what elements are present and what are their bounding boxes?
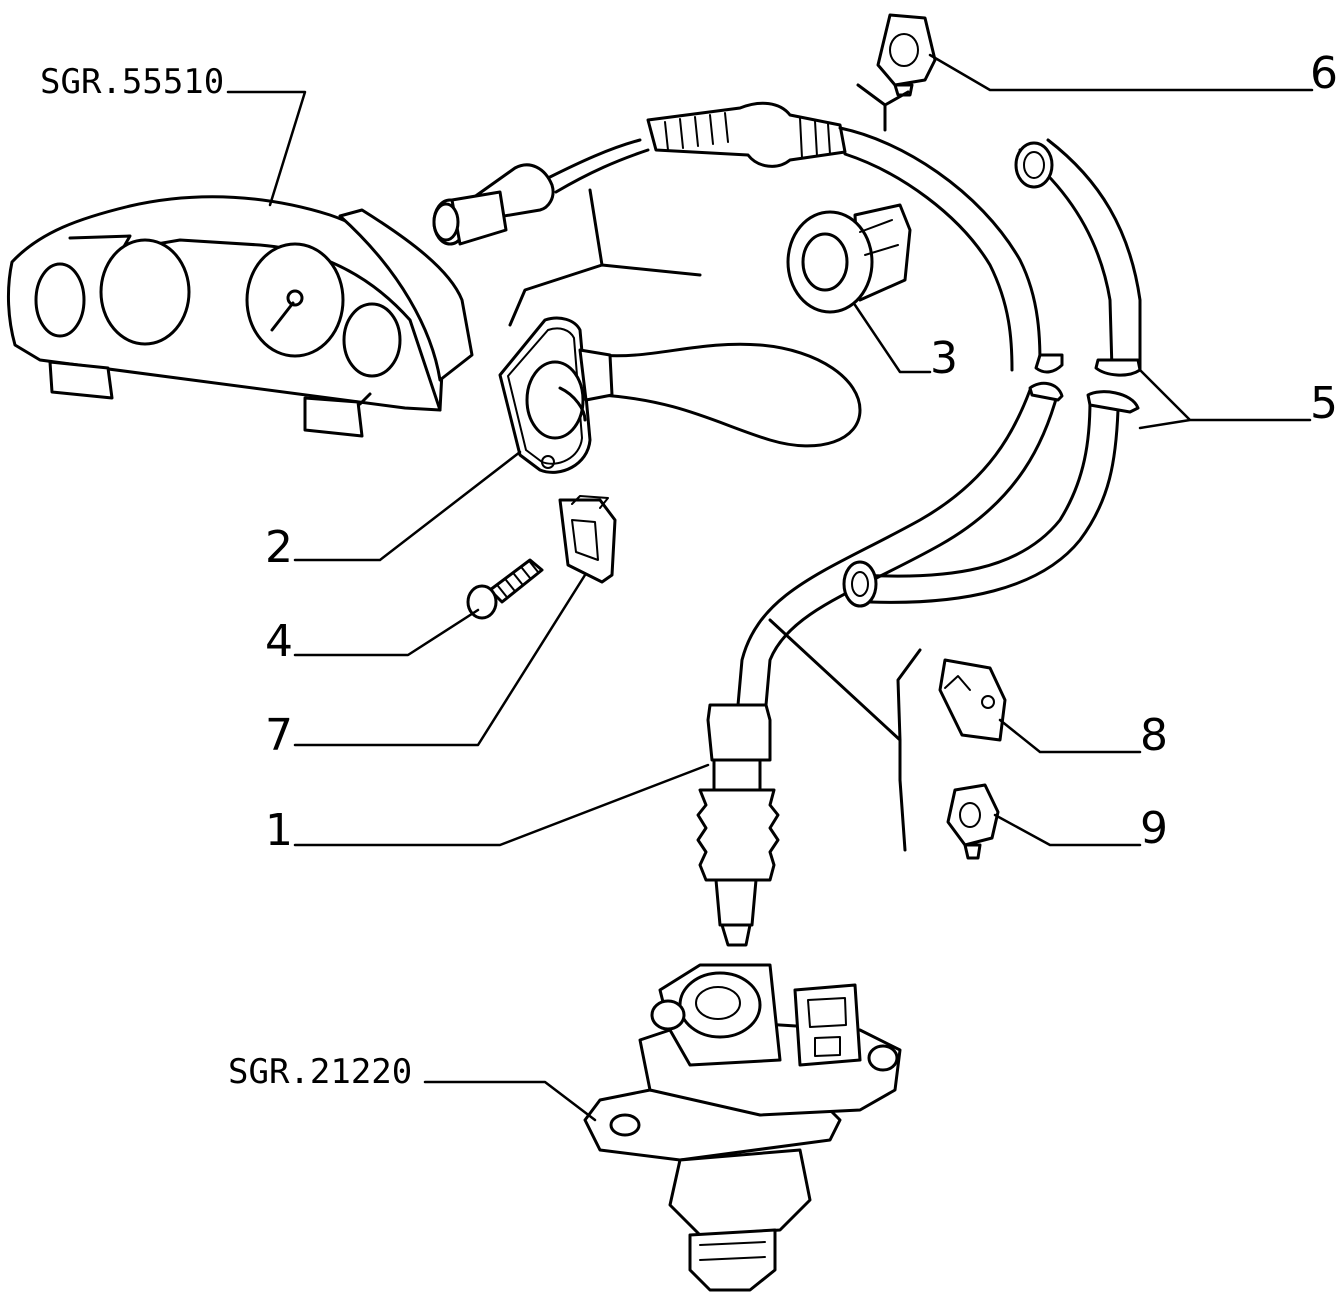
callout-7: 7 [265, 710, 293, 761]
speedometer-cable [432, 101, 1142, 947]
callout-8: 8 [1140, 710, 1168, 761]
callout-9: 9 [1140, 803, 1168, 854]
callout-5: 5 [1310, 378, 1338, 429]
clip-part-8 [938, 658, 1007, 742]
leader-lines [226, 53, 1314, 1122]
instrument-cluster [6, 195, 474, 438]
leader-4 [293, 608, 480, 657]
grommet-part-3 [786, 203, 912, 314]
clip-part-9 [946, 783, 1000, 860]
leader-2 [293, 450, 522, 562]
callout-6: 6 [1310, 48, 1338, 99]
leader-6 [928, 53, 1314, 92]
leader-sgr-21220 [423, 1080, 597, 1122]
callout-1: 1 [265, 805, 293, 856]
leader-9 [993, 813, 1142, 847]
screw-part-4 [466, 558, 544, 620]
callout-4: 4 [265, 616, 293, 667]
clip-part-7 [558, 495, 617, 584]
labels: SGR.55510 SGR.21220 6 3 5 2 4 7 8 9 1 [40, 48, 1338, 1092]
callout-3: 3 [930, 333, 958, 384]
leader-3 [853, 303, 932, 374]
clip-part-6 [856, 13, 937, 132]
leader-sgr-55510 [226, 90, 307, 207]
speed-transmitter [583, 963, 902, 1292]
leader-5 [1138, 368, 1312, 430]
callout-2: 2 [265, 522, 293, 573]
orientation-marks [508, 188, 922, 852]
leader-1 [293, 763, 710, 847]
flange-part-2 [498, 316, 862, 474]
ref-sgr-55510: SGR.55510 [40, 62, 224, 102]
leader-8 [998, 718, 1142, 754]
ref-sgr-21220: SGR.21220 [228, 1052, 412, 1092]
leader-7 [293, 573, 587, 747]
